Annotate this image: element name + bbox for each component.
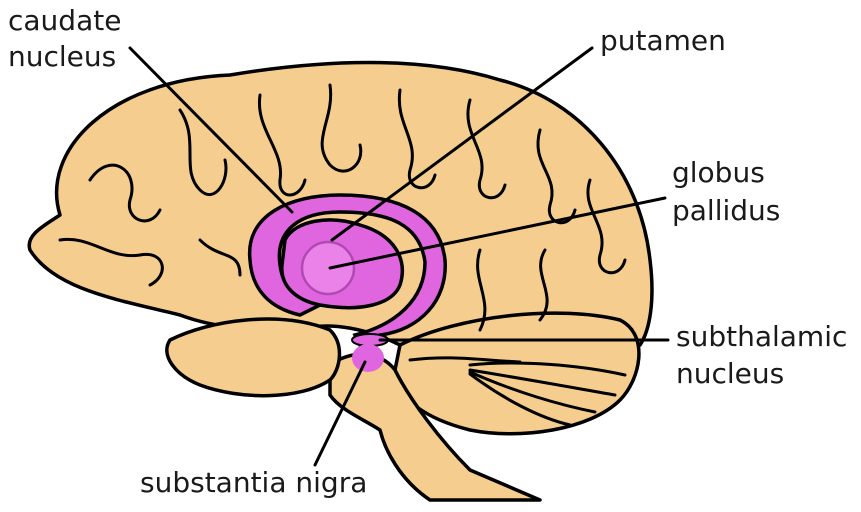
label-subthalamic-line1: subthalamic — [676, 320, 847, 353]
label-substantia-nigra: substantia nigra — [140, 466, 367, 499]
leader-putamen — [330, 46, 594, 242]
label-putamen: putamen — [600, 24, 726, 57]
leader-substantia-nigra — [313, 360, 367, 467]
label-globus-line1: globus — [672, 156, 765, 189]
cerebellum-folia — [408, 356, 627, 427]
leader-caudate — [128, 46, 294, 214]
label-subthalamic-line2: nucleus — [676, 357, 784, 390]
brainstem — [328, 352, 542, 502]
label-caudate-line1: caudate — [8, 4, 121, 37]
leader-globus-pallidus — [328, 196, 667, 270]
label-globus-line2: pallidus — [672, 194, 780, 227]
gyri — [58, 83, 627, 332]
cerebellum — [393, 311, 641, 436]
globus-pallidus-shape — [300, 240, 356, 296]
temporal-lobe — [165, 317, 342, 398]
substantia-nigra-shape — [352, 344, 384, 372]
label-caudate-line2: nucleus — [8, 40, 116, 73]
